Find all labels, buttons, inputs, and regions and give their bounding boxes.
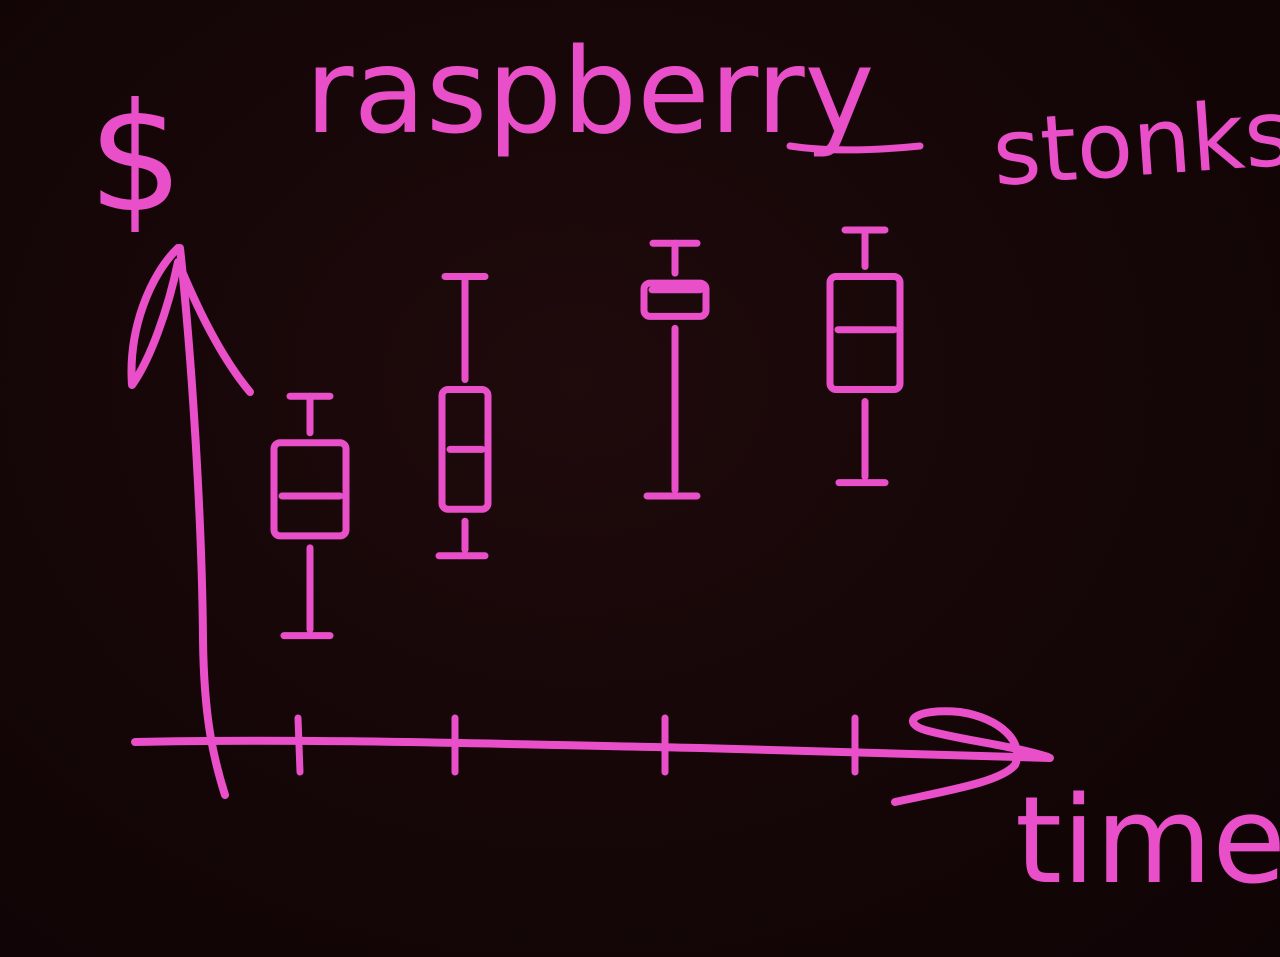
box-plot-1 <box>270 392 350 640</box>
chart-title-underline <box>786 142 924 154</box>
x-axis-label: time <box>1015 772 1280 911</box>
chart-annotation: stonks <box>989 79 1280 207</box>
x-axis-line <box>131 736 1054 762</box>
y-axis-arrowhead <box>127 244 254 396</box>
chart-title: raspberry <box>305 22 875 160</box>
interquartile-box <box>826 273 904 394</box>
interquartile-box <box>640 279 710 320</box>
interquartile-box <box>438 386 492 513</box>
box-plot-3 <box>640 239 710 500</box>
x-axis-tick-1 <box>294 714 304 776</box>
y-axis-line <box>176 244 229 799</box>
box-plot-4 <box>826 226 904 487</box>
x-axis-arrowhead <box>891 707 1052 806</box>
box-plot-2 <box>435 273 492 560</box>
y-axis-label: $ <box>88 72 183 246</box>
interquartile-box <box>270 439 350 540</box>
